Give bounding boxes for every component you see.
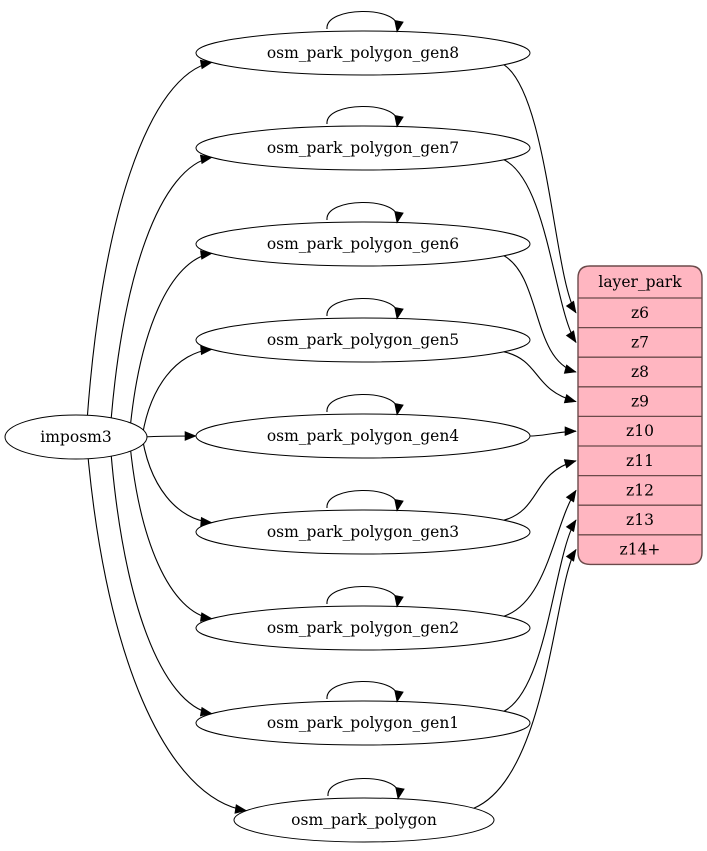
layer-park-header: layer_park	[598, 273, 682, 291]
arrowhead-icon	[394, 307, 404, 320]
self-loop-gen7	[326, 106, 398, 125]
self-loop-gen4	[326, 394, 398, 413]
node-base[interactable]	[233, 797, 495, 843]
arrowhead-icon	[184, 431, 197, 441]
edge-gen5-to-z9	[503, 351, 577, 403]
arrowhead-icon	[563, 364, 577, 374]
table-row-z8[interactable]: z8	[631, 363, 649, 381]
node-label-gen5: osm_park_polygon_gen5	[267, 331, 459, 349]
arrowhead-icon	[394, 403, 404, 416]
arrowhead-icon	[394, 211, 404, 224]
edge-gen1-to-z13	[503, 519, 577, 712]
layer-park-table-shell	[577, 265, 703, 566]
edge-imposm3-to-base	[84, 415, 247, 812]
edge-imposm3-to-gen3	[140, 429, 212, 524]
edge-imposm3-to-gen7	[108, 156, 212, 457]
edge-imposm3-to-gen8	[84, 61, 213, 459]
arrowhead-icon	[394, 499, 404, 512]
table-row-z9[interactable]: z9	[631, 393, 649, 411]
node-gen4[interactable]	[195, 413, 531, 459]
node-label-gen1: osm_park_polygon_gen1	[267, 714, 459, 732]
arrowhead-icon	[565, 519, 577, 533]
node-label-gen8: osm_park_polygon_gen8	[267, 44, 459, 62]
table-row-z10[interactable]: z10	[626, 422, 654, 440]
node-label-gen2: osm_park_polygon_gen2	[267, 619, 459, 637]
arrowhead-icon	[394, 690, 404, 703]
node-imposm3[interactable]	[4, 414, 148, 460]
table-row-z14plus[interactable]: z14+	[620, 541, 661, 559]
arrowhead-icon	[565, 489, 577, 503]
node-label-gen4: osm_park_polygon_gen4	[267, 427, 459, 445]
edge-gen8-to-z6	[503, 64, 577, 314]
arrowhead-icon	[394, 20, 404, 33]
edge-gen3-to-z11	[503, 460, 577, 521]
self-loop-gen8	[326, 11, 398, 30]
node-gen3[interactable]	[195, 509, 531, 555]
table-row-z7[interactable]: z7	[631, 333, 649, 351]
node-gen1[interactable]	[195, 700, 531, 746]
node-gen5[interactable]	[195, 317, 531, 363]
arrowhead-icon	[395, 787, 405, 800]
edge-base-to-z14plus	[473, 549, 577, 809]
node-label-gen7: osm_park_polygon_gen7	[267, 139, 459, 157]
arrowhead-icon	[199, 59, 213, 70]
self-loop-gen2	[326, 586, 398, 605]
table-row-z13[interactable]: z13	[626, 511, 654, 529]
table-row-z11[interactable]: z11	[626, 452, 654, 470]
edge-imposm3-to-gen6	[127, 252, 212, 452]
table-row-z6[interactable]: z6	[631, 304, 649, 322]
self-loop-gen3	[326, 490, 398, 509]
arrowhead-icon	[394, 595, 404, 608]
node-gen8[interactable]	[195, 30, 531, 76]
arrowhead-icon	[394, 115, 404, 128]
self-loop-gen5	[326, 298, 398, 317]
node-layer: osm_park_polygon_gen8 osm_park_polygon_ge…	[4, 11, 531, 843]
edge-imposm3-to-gen2	[127, 422, 212, 620]
node-gen6[interactable]	[195, 221, 531, 267]
self-loop-gen1	[326, 681, 398, 700]
table-row-z12[interactable]: z12	[626, 481, 654, 499]
edge-imposm3-to-gen1	[108, 417, 212, 715]
self-loop-base	[327, 778, 399, 797]
node-label-base: osm_park_polygon	[291, 811, 437, 829]
node-label-imposm3: imposm3	[40, 428, 111, 446]
edge-gen7-to-z7	[503, 159, 577, 343]
arrowhead-icon	[565, 548, 577, 562]
layer-park-table: layer_park z6 z7 z8 z9 z10 z11 z12 z13 z14+	[577, 265, 703, 566]
node-gen2[interactable]	[195, 605, 531, 651]
node-gen7[interactable]	[195, 125, 531, 171]
edge-layer	[84, 59, 577, 814]
arrowhead-icon	[563, 459, 577, 469]
arrowhead-icon	[565, 330, 577, 344]
edge-gen2-to-z12	[503, 490, 577, 617]
arrowhead-icon	[564, 426, 577, 437]
node-label-gen6: osm_park_polygon_gen6	[267, 235, 459, 253]
self-loop-gen6	[326, 202, 398, 221]
arrowhead-icon	[563, 393, 577, 404]
arrowhead-icon	[565, 300, 577, 314]
edge-gen6-to-z8	[503, 255, 577, 373]
node-label-gen3: osm_park_polygon_gen3	[267, 523, 459, 541]
